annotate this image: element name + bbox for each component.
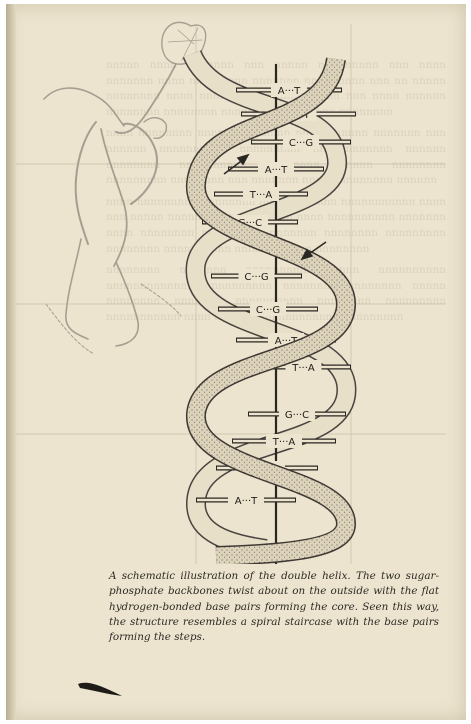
- base-pair-label: C···G: [244, 272, 268, 283]
- base-pair-label: A···T: [235, 496, 258, 507]
- base-pair-label: C···G: [289, 138, 313, 149]
- base-pair-label: T···A: [249, 190, 273, 201]
- faint-grid-lines: [16, 24, 446, 564]
- figure-caption: A schematic illustration of the double h…: [109, 569, 439, 645]
- base-pair-label: C···G: [256, 305, 280, 316]
- double-helix-figure: A···T A···T C···G A···T T···A G···C C···G C···G…: [6, 4, 466, 564]
- base-pair-label: G···C: [285, 410, 309, 421]
- base-pair-label: T···A: [272, 437, 296, 448]
- base-pair-label: A···T: [278, 86, 301, 97]
- base-pair-label: A···T: [265, 165, 288, 176]
- book-page: nnnnn nnnn nnnnnnn nnn nnnnn nnnnnnnnn n…: [6, 4, 466, 720]
- base-pair-label: T···A: [291, 363, 315, 374]
- ink-smudge: [76, 676, 126, 700]
